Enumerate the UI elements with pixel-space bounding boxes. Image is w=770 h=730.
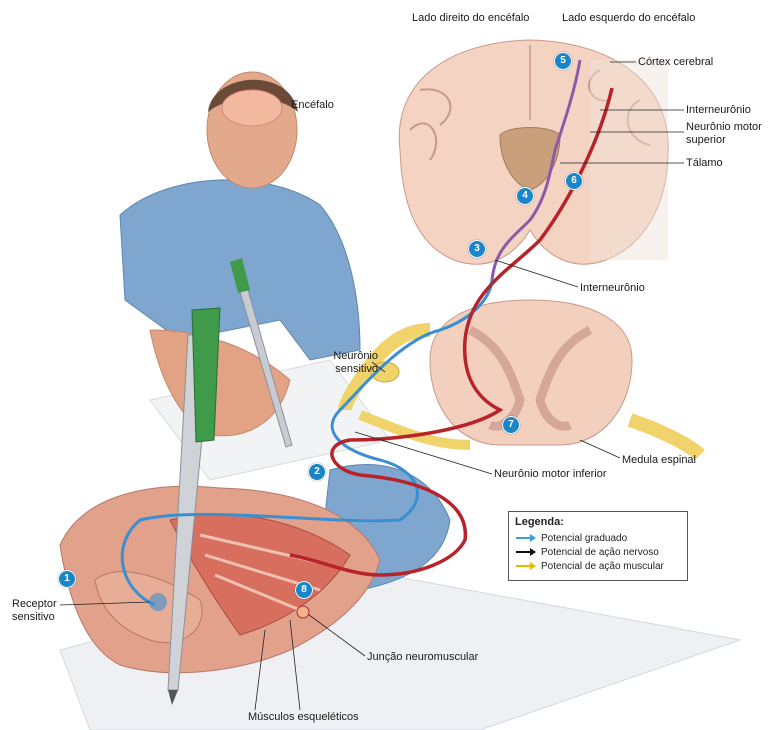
leader-muscle-b [289,619,301,711]
left-brain-heading: Lado esquerdo do encéfalo [562,12,696,24]
label-interneuron-top: Interneurônio [686,104,751,116]
small-pen-cap [230,258,250,293]
step-badge-1: 1 [58,570,76,588]
label-interneuron-mid: Interneurônio [580,282,645,294]
step-badge-2: 2 [308,463,326,481]
label-spinal-cord: Medula espinal [622,454,696,466]
label-lower-motor: Neurônio motor inferior [494,468,607,480]
nmj-shape [296,605,310,619]
label-sensory-neuron: Neurônio sensitivo [333,350,378,375]
legend-item-graded: Potencial graduado [515,531,687,545]
leader-nmj [304,611,366,657]
legend-item-muscle: Potencial de ação muscular [515,559,687,573]
big-pen-cap [191,307,221,443]
legend-item-nerve: Potencial de ação nervoso [515,545,687,559]
right-brain-heading: Lado direito do encéfalo [412,12,530,24]
leader-receptor [59,601,151,606]
legend-box: Legenda: Potencial graduado Potencial de… [508,511,688,581]
leader-lower-motor [354,431,493,475]
legend-label-graded: Potencial graduado [541,532,628,544]
arrow-blue-icon [516,534,536,542]
legend-label-nerve: Potencial de ação nervoso [541,546,659,558]
arrow-yellow-icon [516,562,536,570]
label-upper-motor: Neurônio motor superior [686,121,762,146]
man-brain-glimpse [221,89,283,127]
left-hemisphere-cut [590,60,668,260]
leader-muscle-a [254,629,266,711]
label-receptor: Receptor sensitivo [12,598,57,623]
sensory-pathway [120,279,494,607]
step-badge-7: 7 [502,416,520,434]
leader-interneuron-mid [494,259,579,288]
step-badge-5: 5 [554,52,572,70]
step-badge-8: 8 [295,581,313,599]
leader-spinal [579,439,621,459]
leader-sensory [371,361,386,373]
label-muscles: Músculos esqueléticos [248,711,359,723]
step-badge-3: 3 [468,240,486,258]
arrow-black-icon [516,548,536,556]
legend-label-muscle: Potencial de ação muscular [541,560,664,572]
step-badge-6: 6 [565,172,583,190]
label-thalamus: Tálamo [686,157,723,169]
gray-matter [467,325,593,431]
label-nmj: Junção neuromuscular [367,651,479,663]
legend-title: Legenda: [515,516,564,528]
big-pen-tip [168,690,178,705]
label-encefalo: Encéfalo [291,99,334,111]
brain-gyri [409,69,651,161]
receptor-shape [149,593,167,611]
label-cortex: Córtex cerebral [638,56,714,68]
interneuron-pathway [490,59,582,281]
step-badge-4: 4 [516,187,534,205]
nerve-right [627,413,705,461]
motor-pathway [289,87,614,577]
